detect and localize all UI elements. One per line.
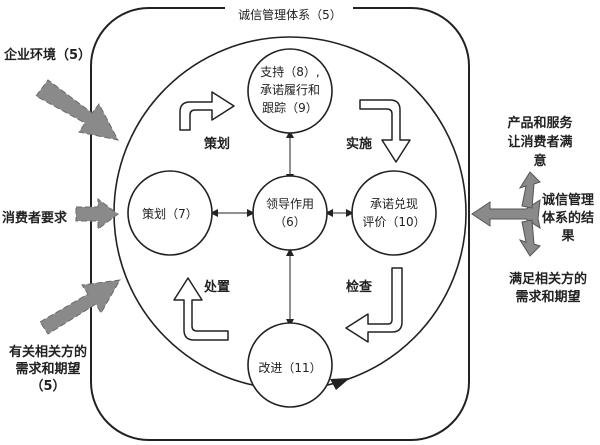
output-label-expectations-line-2: 需求和期望 xyxy=(515,289,580,305)
node-leadership: 领导作用 （6） xyxy=(252,175,328,251)
output-label-expectations-line-1: 满足相关方的 xyxy=(509,271,587,287)
node-evaluation-line-1: 承诺兑现 xyxy=(370,197,418,211)
system-title: 诚信管理体系（5） xyxy=(238,7,342,22)
title-backdrop xyxy=(225,4,353,14)
node-improvement-circle xyxy=(247,322,333,408)
output-label-satisfaction-line-3: 意 xyxy=(533,153,546,169)
input-label-stakeholder-line-3: （5） xyxy=(30,378,65,394)
node-support-line-1: 支持（8）, xyxy=(260,64,319,79)
output-label-satisfaction-line-1: 产品和服务 xyxy=(507,115,573,131)
node-evaluation-circle xyxy=(351,170,437,256)
node-leadership-line-1: 领导作用 xyxy=(266,197,314,211)
node-support-line-3: 跟踪（9） xyxy=(262,101,318,115)
phase-label-check: 检查 xyxy=(346,279,373,295)
node-planning: 策划（7） xyxy=(127,170,213,256)
phase-label-do: 实施 xyxy=(346,136,372,152)
node-support: 支持（8）, 承诺履行和 跟踪（9） xyxy=(247,48,333,134)
node-leadership-circle xyxy=(252,175,328,251)
phase-label-plan: 策划 xyxy=(204,136,230,152)
phase-label-act: 处置 xyxy=(203,279,230,295)
node-planning-label: 策划（7） xyxy=(142,207,198,221)
arrow-support-to-evaluation xyxy=(359,99,411,163)
cycle-arrowhead xyxy=(330,378,350,390)
output-label-results-line-3: 果 xyxy=(560,229,574,244)
input-label-stakeholder-line-2: 需求和期望 xyxy=(15,361,80,377)
arrow-evaluation-to-improvement xyxy=(345,267,403,343)
input-arrow-consumer xyxy=(75,198,119,230)
node-evaluation-line-2: 评价（10） xyxy=(362,215,425,229)
node-support-line-2: 承诺履行和 xyxy=(260,83,320,97)
output-label-results-line-1: 诚信管理 xyxy=(542,192,594,208)
output-label-results-line-2: 体系的结 xyxy=(542,210,594,226)
input-arrow-environment xyxy=(35,79,119,141)
input-label-stakeholder-line-1: 有关相关方的 xyxy=(9,344,87,360)
output-arrow-results xyxy=(471,199,541,230)
input-label-environment: 企业环境（5） xyxy=(3,47,91,63)
node-support-circle xyxy=(247,48,333,134)
input-arrow-stakeholder xyxy=(39,279,121,335)
node-improvement: 改进（11） xyxy=(247,322,333,408)
arrow-plan-to-support xyxy=(179,91,235,131)
output-arrow-satisfaction xyxy=(518,171,541,209)
node-planning-circle xyxy=(127,170,213,256)
node-improvement-label: 改进（11） xyxy=(258,361,321,375)
input-label-consumer: 消费者要求 xyxy=(2,210,68,226)
arrow-improvement-to-planning xyxy=(173,277,229,341)
node-evaluation: 承诺兑现 评价（10） xyxy=(351,170,437,256)
node-leadership-line-2: （6） xyxy=(274,215,306,229)
output-label-satisfaction-line-2: 让消费者满 xyxy=(507,134,572,150)
output-arrow-expectations xyxy=(518,219,541,257)
